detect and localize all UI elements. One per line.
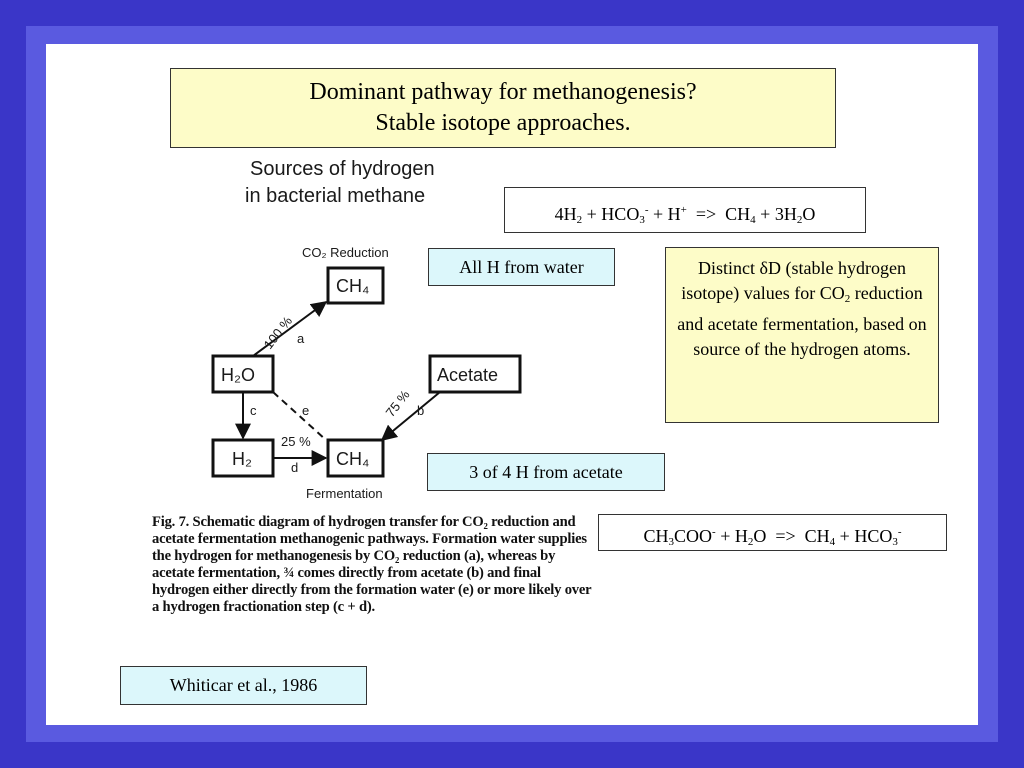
- svg-text:CH₄: CH₄: [336, 449, 369, 469]
- node-h2: H₂: [211, 438, 275, 478]
- label-b: b: [417, 403, 424, 418]
- node-ch4-bottom: CH₄: [326, 438, 385, 478]
- label-e: e: [302, 403, 309, 418]
- figure-caption: Fig. 7. Schematic diagram of hydrogen tr…: [152, 514, 592, 615]
- arrow-b: [380, 391, 441, 442]
- node-acetate: Acetate: [428, 354, 522, 394]
- three-of-four-h-label: 3 of 4 H from acetate: [427, 453, 665, 491]
- node-h2o: H₂O: [211, 354, 275, 394]
- svg-text:CH₄: CH₄: [336, 276, 369, 296]
- diagram-heading-line-1: Sources of hydrogen: [250, 158, 435, 180]
- co2-reduction-equation: 4H2 + HCO3- + H+ => CH4 + 3H2O: [504, 187, 866, 233]
- title-line-2: Stable isotope approaches.: [375, 110, 631, 136]
- svg-text:Acetate: Acetate: [437, 365, 498, 385]
- citation-label: Whiticar et al., 1986: [120, 666, 367, 705]
- hydrogen-sources-diagram: Sources of hydrogen in bacterial methane…: [140, 150, 600, 660]
- label-c: c: [250, 403, 257, 418]
- distinct-dd-note: Distinct δD (stable hydrogen isotope) va…: [665, 247, 939, 423]
- svg-text:H₂O: H₂O: [221, 365, 255, 385]
- node-ch4-top: CH₄: [326, 266, 385, 305]
- title-line-1: Dominant pathway for methanogenesis?: [309, 79, 697, 105]
- fermentation-label: Fermentation: [306, 486, 383, 501]
- acetate-fermentation-equation: CH3COO- + H2O => CH4 + HCO3-: [598, 514, 947, 551]
- all-h-from-water-label: All H from water: [428, 248, 615, 286]
- pct-25-label: 25 %: [281, 434, 311, 449]
- co2-reduction-label: CO₂ Reduction: [302, 245, 389, 260]
- label-d: d: [291, 460, 298, 475]
- label-a: a: [297, 331, 305, 346]
- pct-75-label: 75 %: [383, 387, 413, 420]
- diagram-heading-line-2: in bacterial methane: [245, 185, 425, 207]
- arrow-a: [252, 301, 328, 357]
- pct-100-label: 100 %: [261, 313, 296, 352]
- slide-title: Dominant pathway for methanogenesis? Sta…: [170, 68, 836, 148]
- svg-text:H₂: H₂: [232, 449, 252, 469]
- arrow-e: [272, 391, 327, 441]
